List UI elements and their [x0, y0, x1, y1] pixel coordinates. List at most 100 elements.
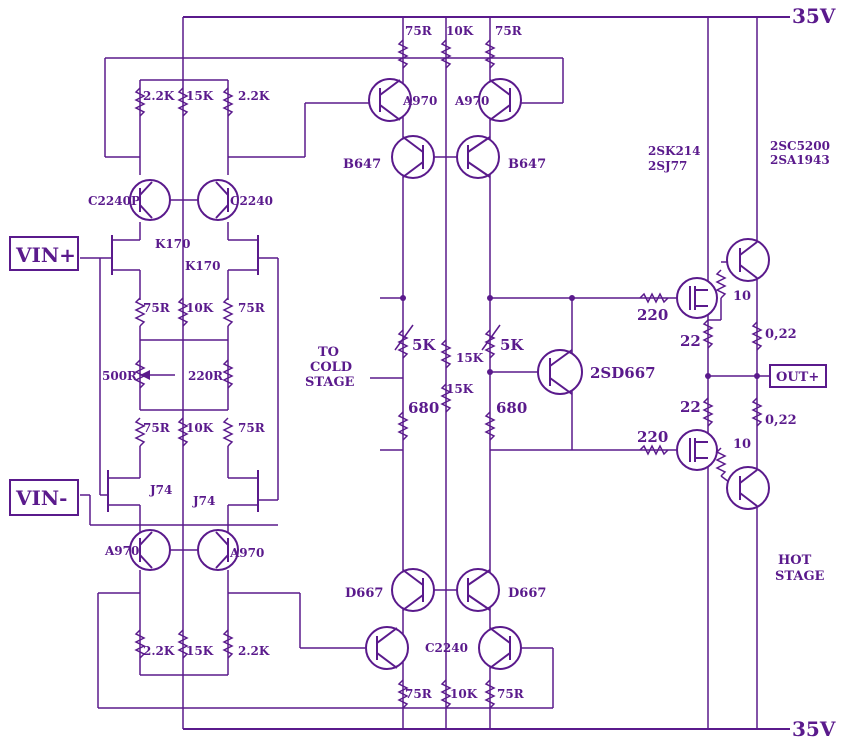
vin-plus-label: VIN+ — [15, 243, 76, 267]
label-220-gate-top: 220 — [637, 306, 668, 324]
transistor-c2240-bottom-left — [365, 626, 409, 670]
output-label: OUT+ — [776, 370, 819, 385]
pot-5k-left — [397, 329, 409, 359]
resistor-15k-top — [177, 87, 189, 117]
note-2sj77: 2SJ77 — [648, 159, 687, 173]
transistor-a970-top-left — [368, 78, 412, 122]
transistor-b647-right — [456, 135, 500, 179]
junction-out-mosfet — [705, 373, 711, 379]
transistor-c2240-bottom-right — [478, 626, 522, 670]
transistor-2sc5200 — [726, 238, 770, 282]
mosfet-2sk214 — [676, 277, 718, 319]
note-2sc5200: 2SC5200 — [770, 139, 830, 153]
label-5k-right: 5K — [500, 336, 524, 354]
label-500r: 500R — [102, 369, 138, 383]
label-10k-top: 10K — [446, 24, 474, 38]
junction-vbe-base — [487, 369, 493, 375]
note-2sa1943: 2SA1943 — [770, 153, 830, 167]
resistor-15k-bottom — [177, 629, 189, 659]
pot-5k-left-arrow — [394, 324, 414, 351]
label-c2240-r: C2240 — [230, 194, 273, 208]
resistor-022-top — [751, 321, 763, 351]
resistor-10k-top — [440, 39, 452, 69]
label-10-top: 10 — [733, 289, 751, 304]
label-k170-r: K170 — [185, 259, 220, 273]
label-a970-bl: A970 — [104, 544, 139, 558]
label-022-top: 0,22 — [765, 327, 797, 342]
label-10k-j: 10K — [186, 421, 214, 435]
resistor-680-left — [397, 411, 409, 441]
resistor-75-bot1 — [397, 679, 409, 709]
pot-wiper-arrow — [140, 370, 150, 380]
label-10k-k: 10K — [186, 301, 214, 315]
resistor-75-j2 — [222, 417, 234, 447]
transistor-a970-bottom-left — [129, 529, 171, 571]
label-22-bottom: 22 — [680, 398, 701, 416]
transistor-2sd667 — [537, 349, 583, 395]
label-2k2-bl: 2.2K — [143, 644, 175, 658]
vin-minus-label: VIN- — [15, 486, 67, 510]
label-75r-k1: 75R — [143, 301, 171, 315]
to-cold-line2: COLD — [310, 360, 352, 375]
to-cold-line3: STAGE — [305, 375, 355, 390]
resistor-022-bottom — [751, 397, 763, 427]
resistor-75-k1 — [134, 297, 146, 327]
label-75r-top2: 75R — [495, 24, 523, 38]
junction-bias-tl — [400, 295, 406, 301]
mosfet-2sj77 — [676, 429, 718, 471]
label-d667-r: D667 — [508, 586, 546, 601]
resistor-2k2-bl — [134, 629, 146, 659]
resistor-10k-bot — [440, 679, 452, 709]
top-rail-label: 35V — [792, 4, 836, 28]
vin-plus-box — [9, 236, 79, 271]
transistor-a970-top-right — [478, 78, 522, 122]
hot-stage-line1: HOT — [778, 553, 812, 568]
transistor-b647-left — [391, 135, 435, 179]
junction-out-bjt — [754, 373, 760, 379]
label-2sd667: 2SD667 — [590, 364, 656, 382]
label-220-gate-bottom: 220 — [637, 428, 668, 446]
resistor-10-top — [715, 269, 727, 299]
vin-minus-box — [9, 479, 79, 516]
label-22-top: 22 — [680, 332, 701, 350]
resistor-22-top — [702, 319, 714, 349]
label-220r: 220R — [188, 369, 224, 383]
label-a970-br: A970 — [229, 546, 264, 560]
resistor-10-bottom — [715, 447, 727, 477]
label-15k-mid2: 15K — [446, 382, 474, 396]
resistor-75-top2 — [484, 39, 496, 69]
label-a970-tl: A970 — [402, 94, 437, 108]
label-5k-left: 5K — [412, 336, 436, 354]
resistor-2k2-br — [222, 629, 234, 659]
label-75r-bot1: 75R — [405, 687, 433, 701]
transistor-d667-right — [456, 568, 500, 612]
resistor-220-gate-top — [639, 292, 669, 304]
label-75r-k2: 75R — [238, 301, 266, 315]
label-680-right: 680 — [496, 399, 527, 417]
hot-stage-line2: STAGE — [775, 569, 825, 584]
pot-5k-right-arrow — [481, 324, 501, 351]
output-box — [769, 364, 827, 388]
label-680-left: 680 — [408, 399, 439, 417]
resistor-220r — [222, 359, 234, 389]
label-15k-mid1: 15K — [456, 351, 484, 365]
label-75r-j1: 75R — [143, 421, 171, 435]
label-b647-l: B647 — [343, 157, 381, 172]
label-2k2-tr: 2.2K — [238, 89, 270, 103]
junction-vbe-top — [569, 295, 575, 301]
label-b647-r: B647 — [508, 157, 546, 172]
label-75r-j2: 75R — [238, 421, 266, 435]
label-2k2-br: 2.2K — [238, 644, 270, 658]
resistor-75-j1 — [134, 417, 146, 447]
resistor-2k2-tr — [222, 87, 234, 117]
transistor-2sa1943 — [726, 466, 770, 510]
resistor-22-bottom — [702, 397, 714, 427]
label-2k2-tl: 2.2K — [143, 89, 175, 103]
label-75r-top1: 75R — [405, 24, 433, 38]
label-c2240p: C2240P — [88, 194, 140, 208]
resistor-10k-j — [177, 417, 189, 447]
label-10k-bot: 10K — [450, 687, 478, 701]
bottom-rail-label: 35V — [792, 717, 836, 741]
